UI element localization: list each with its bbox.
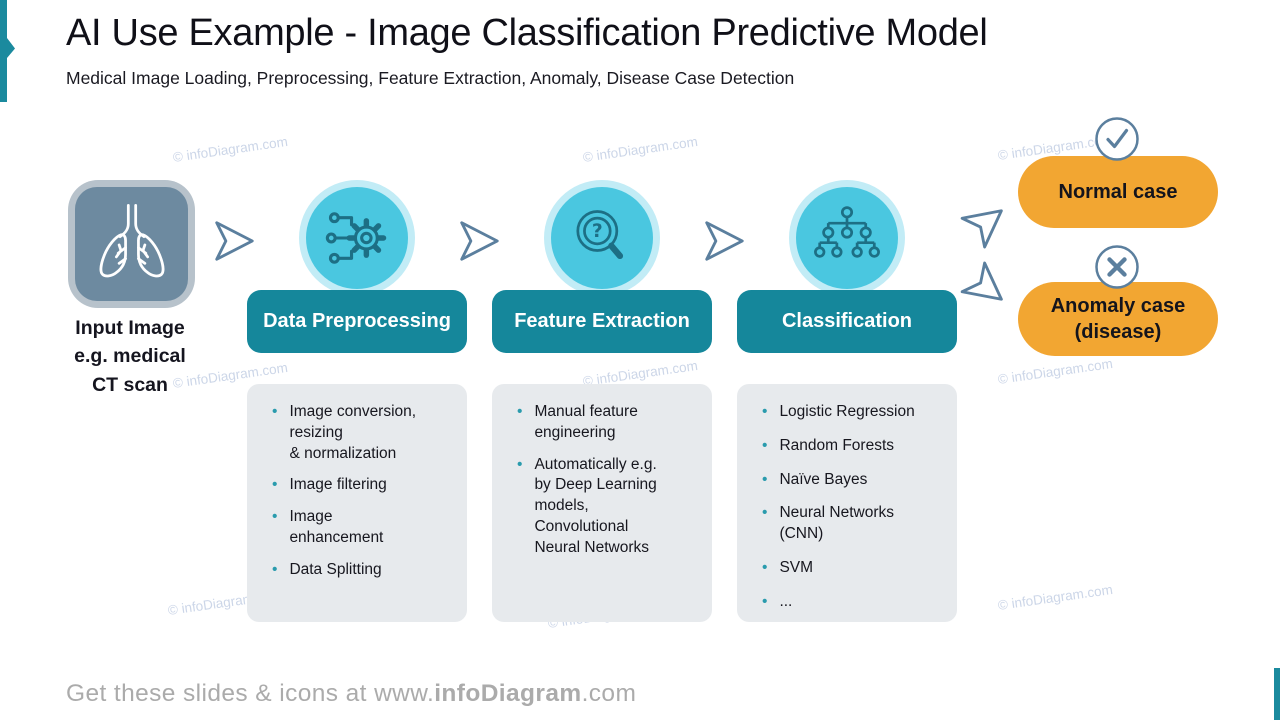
footer-text-suffix: .com — [581, 680, 637, 707]
list-item: •Manual feature engineering — [517, 402, 700, 444]
footer-text-prefix: Get these slides & icons at www. — [66, 680, 435, 707]
svg-text:?: ? — [592, 221, 603, 242]
stage-detail-box-classification: •Logistic Regression •Random Forests •Na… — [737, 384, 957, 622]
accent-bar-bottom-right — [1274, 668, 1280, 720]
watermark: © infoDiagram.com — [996, 355, 1114, 387]
list-item: •Image enhancement — [272, 507, 455, 549]
list-item: •Naïve Bayes — [762, 470, 945, 491]
list-item: •Automatically e.g. by Deep Learning mod… — [517, 455, 700, 559]
flow-arrow-icon — [700, 219, 748, 263]
outcome-pill-anomaly: Anomaly case (disease) — [1018, 282, 1218, 356]
stage-icon-circle-inner — [796, 187, 898, 289]
input-image-shape — [68, 180, 195, 308]
footer-credit: Get these slides & icons at www.infoDiag… — [66, 680, 636, 708]
bullet-icon: • — [762, 504, 768, 522]
slide-title: AI Use Example - Image Classification Pr… — [66, 12, 988, 54]
stage-button-feature-extraction: Feature Extraction — [492, 290, 712, 353]
flow-arrow-icon — [210, 219, 258, 263]
bullet-icon: • — [517, 403, 523, 420]
bullet-icon: • — [272, 508, 278, 526]
list-item: •Image conversion, resizing & normalizat… — [272, 402, 455, 464]
bullet-icon: • — [762, 558, 768, 576]
input-image-shape-inner — [75, 187, 188, 301]
cross-circle-icon — [1095, 245, 1139, 289]
flow-arrow-icon — [455, 219, 503, 263]
magnifier-question-icon: ? — [576, 210, 624, 260]
list-item: •Image filtering — [272, 475, 455, 496]
bullet-icon: • — [762, 436, 768, 454]
list-item: •Logistic Regression — [762, 402, 945, 423]
watermark: © infoDiagram.com — [171, 133, 289, 165]
list-item: •SVM — [762, 558, 945, 579]
bullet-icon: • — [762, 592, 768, 610]
list-item: •Random Forests — [762, 436, 945, 457]
list-item: •Data Splitting — [272, 560, 455, 581]
list-item: •Neural Networks (CNN) — [762, 503, 945, 545]
flow-arrow-down-icon — [955, 256, 1020, 320]
bullet-icon: • — [272, 476, 278, 494]
stage-button-data-preprocessing: Data Preprocessing — [247, 290, 467, 353]
slide-subtitle: Medical Image Loading, Preprocessing, Fe… — [66, 68, 795, 88]
bullet-icon: • — [272, 560, 278, 578]
watermark: © infoDiagram.com — [581, 133, 699, 165]
bullet-icon: • — [517, 455, 523, 473]
bullet-icon: • — [762, 470, 768, 488]
footer-brand: infoDiagram — [434, 680, 582, 707]
watermark: © infoDiagram.com — [996, 581, 1114, 613]
accent-shape-left — [0, 0, 15, 102]
lungs-icon — [99, 203, 164, 278]
stage-icon-circle-preprocessing — [299, 180, 415, 296]
stage-detail-box-preprocessing: •Image conversion, resizing & normalizat… — [247, 384, 467, 622]
stage-detail-box-extraction: •Manual feature engineering •Automatical… — [492, 384, 712, 622]
gear-network-icon — [325, 212, 387, 264]
bullet-icon: • — [762, 403, 768, 420]
stage-icon-circle-extraction: ? — [544, 180, 660, 296]
stage-icon-circle-classification — [789, 180, 905, 296]
input-image-label: Input Image e.g. medical CT scan — [74, 317, 186, 396]
bullet-icon: • — [272, 403, 278, 420]
outcome-pill-normal: Normal case — [1018, 156, 1218, 228]
flow-arrow-up-icon — [955, 190, 1020, 254]
stage-icon-circle-inner: ? — [551, 187, 653, 289]
check-circle-icon — [1095, 117, 1139, 161]
stage-icon-circle-inner — [306, 187, 408, 289]
list-item: •... — [762, 592, 945, 613]
stage-button-classification: Classification — [737, 290, 957, 353]
decision-tree-icon — [814, 206, 880, 258]
